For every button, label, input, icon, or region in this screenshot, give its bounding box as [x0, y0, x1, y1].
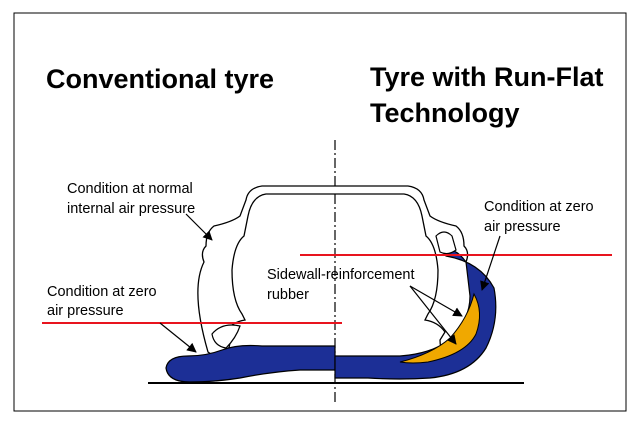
- arrow-zero-right: [480, 235, 501, 291]
- label-zero-right-line1: Condition at zero: [484, 199, 594, 215]
- label-normal-pressure-line2: internal air pressure: [67, 201, 195, 217]
- label-zero-left-line1: Condition at zero: [47, 284, 157, 300]
- arrow-reinforcement-upper: [409, 285, 463, 317]
- label-zero-left-line2: air pressure: [47, 303, 124, 319]
- title-conventional: Conventional tyre: [46, 64, 274, 94]
- conventional-flat-tyre: [165, 344, 336, 383]
- label-reinforcement-line1: Sidewall-reinforcement: [267, 267, 414, 283]
- title-runflat-line2: Technology: [370, 98, 520, 128]
- runflat-bead: [435, 231, 457, 255]
- label-reinforcement-line2: rubber: [267, 287, 309, 303]
- arrow-normal-pressure: [185, 213, 213, 241]
- label-zero-right-line2: air pressure: [484, 219, 561, 235]
- arrow-zero-left: [159, 322, 197, 353]
- frame-border: [13, 12, 627, 412]
- label-normal-pressure-line1: Condition at normal: [67, 181, 193, 197]
- title-runflat-line1: Tyre with Run-Flat: [370, 62, 604, 92]
- conventional-bead: [211, 324, 241, 349]
- arrow-reinforcement-lower: [409, 285, 457, 345]
